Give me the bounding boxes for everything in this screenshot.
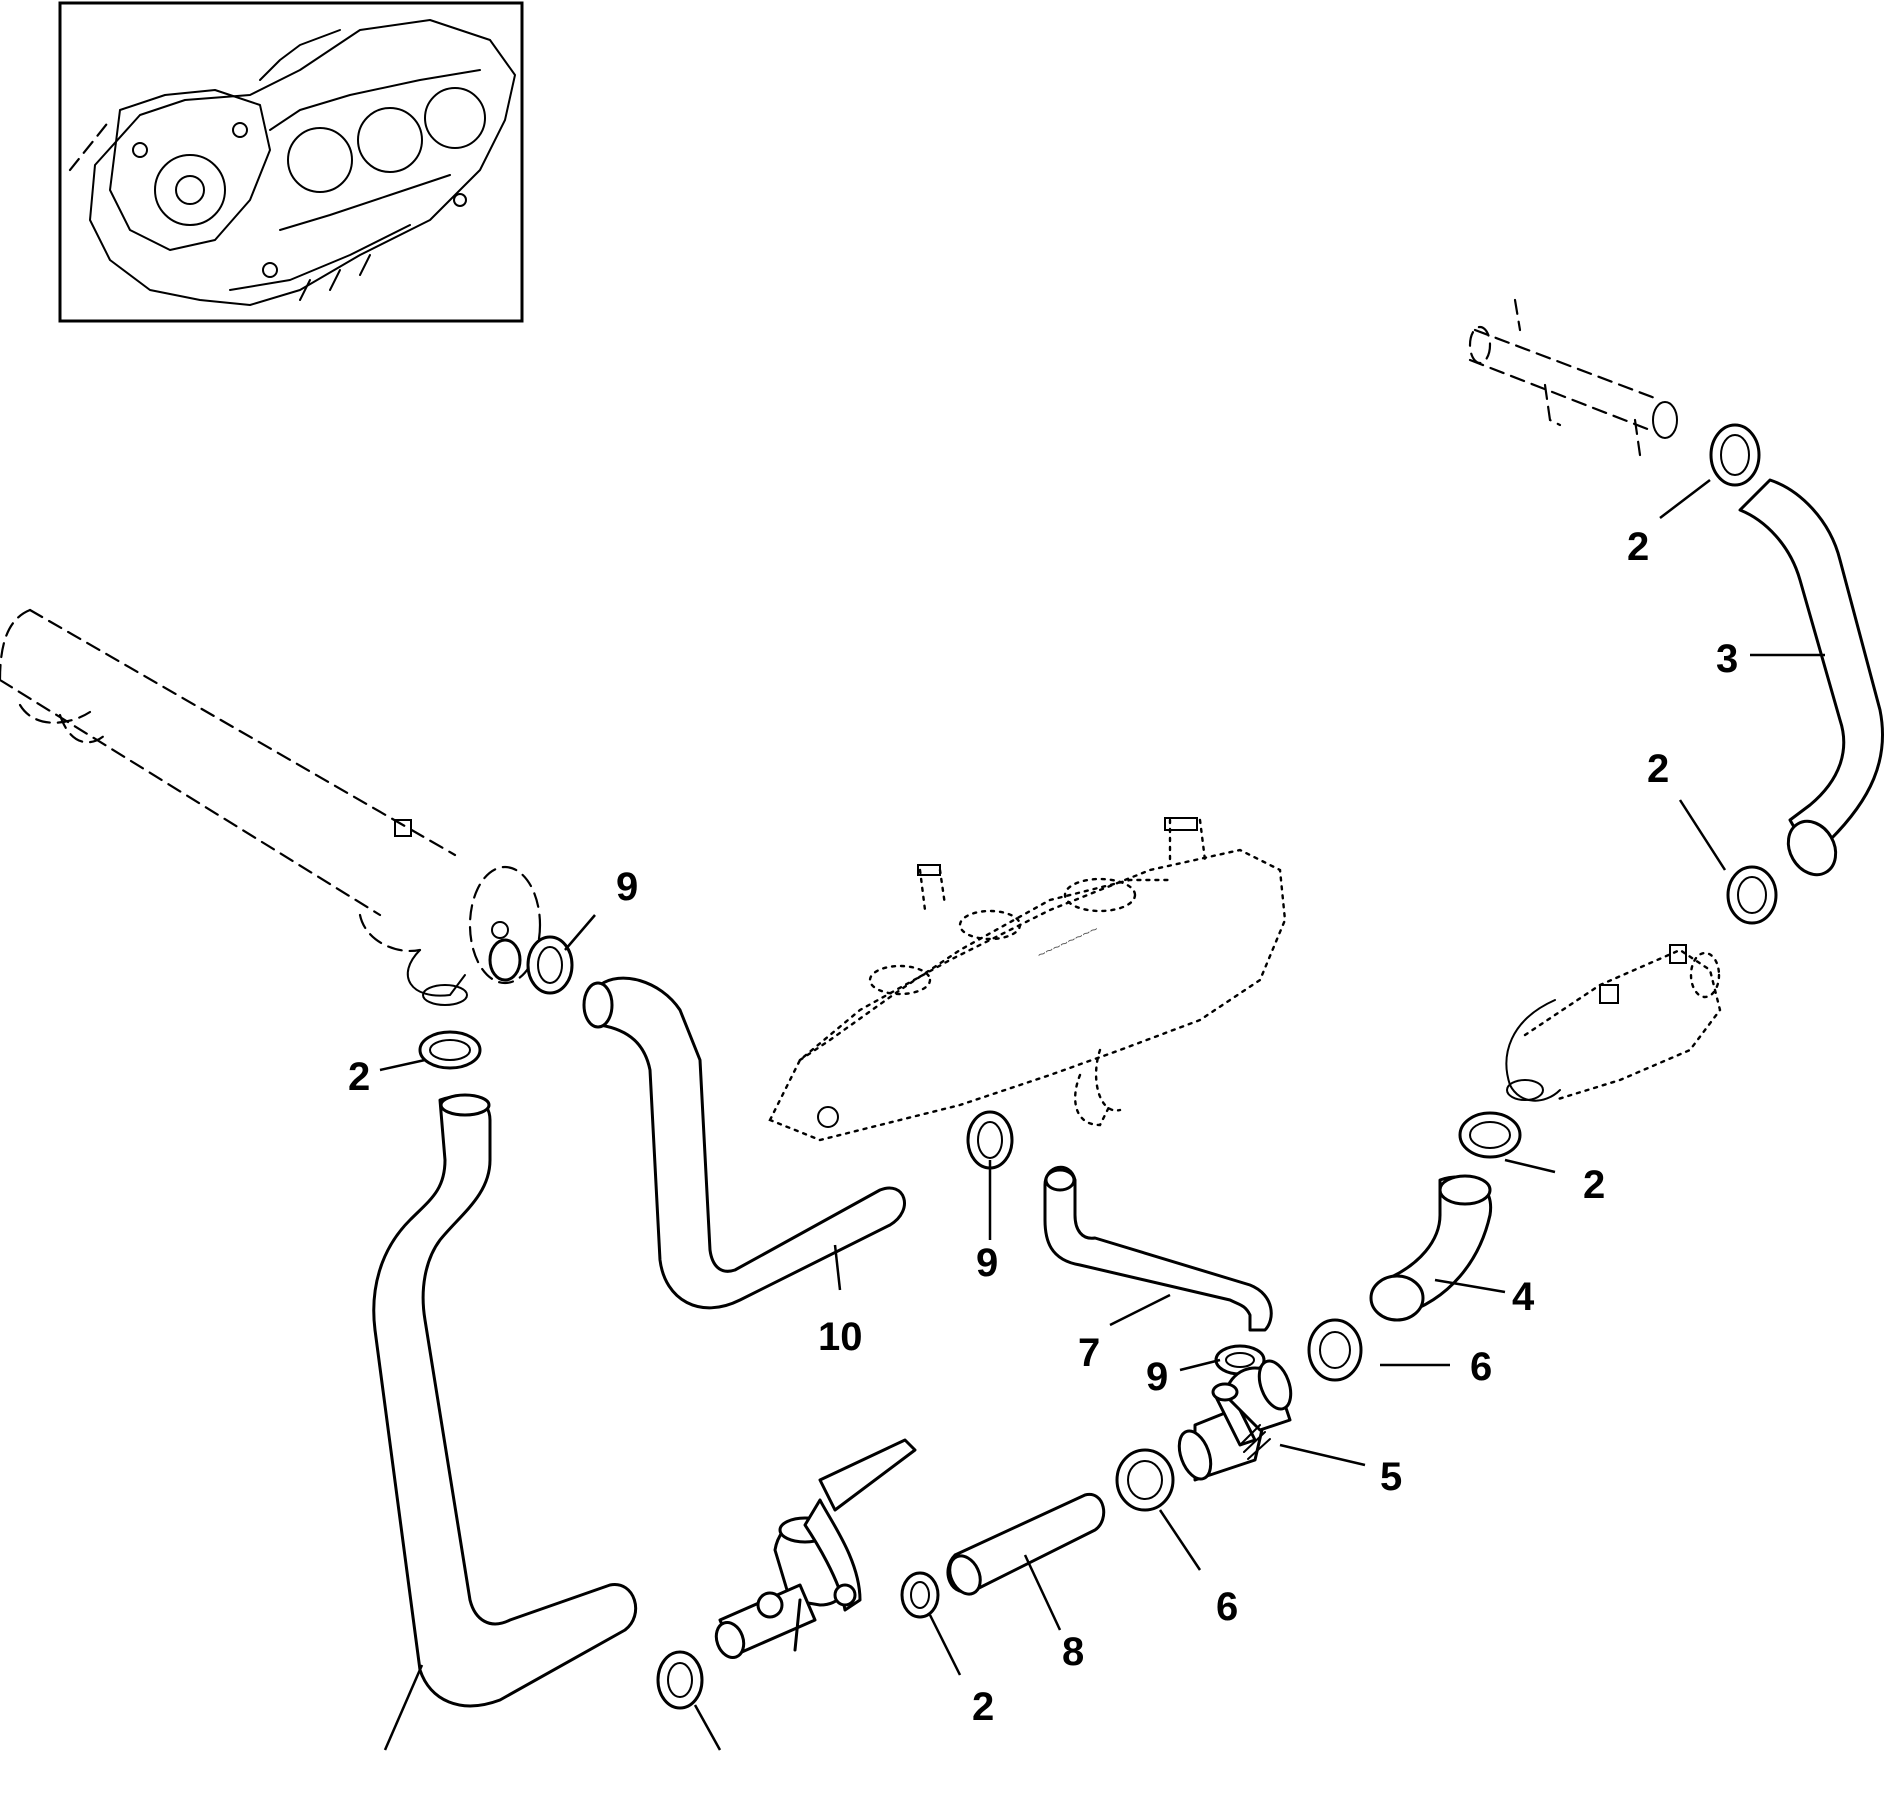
callout-2-right-middle: 2 bbox=[1647, 747, 1669, 791]
callout-2-left: 2 bbox=[348, 1055, 370, 1099]
tee-fitting-5 bbox=[1177, 1359, 1293, 1482]
upper-right-water-pipe-dashed bbox=[1468, 298, 1678, 457]
clamp-upper-right bbox=[1709, 423, 1761, 487]
engine-block-inset bbox=[58, 1, 524, 323]
clamp-pump-left bbox=[656, 1650, 704, 1710]
engine-block-drawing bbox=[68, 19, 516, 306]
clamp-manifold-left bbox=[526, 935, 574, 995]
callout-4: 4 bbox=[1512, 1275, 1535, 1319]
hose-10 bbox=[582, 976, 906, 1310]
callout-10: 10 bbox=[818, 1315, 863, 1359]
clamp-right-middle bbox=[1726, 865, 1778, 925]
callout-labels: 2 3 2 9 2 2 10 9 4 7 9 6 5 6 8 2 bbox=[348, 525, 1738, 1729]
hose-4 bbox=[1369, 1174, 1493, 1322]
clamp-tee-upper bbox=[1307, 1318, 1363, 1382]
callout-9-upper-left: 9 bbox=[616, 865, 638, 909]
callout-2-right-lower: 2 bbox=[1583, 1163, 1605, 1207]
callout-2-upper-right: 2 bbox=[1627, 525, 1649, 569]
callout-9-lower: 9 bbox=[1146, 1355, 1168, 1399]
callout-2-bottom: 2 bbox=[972, 1685, 994, 1729]
hose-8 bbox=[946, 1493, 1106, 1596]
manifold-outlet-fitting bbox=[488, 938, 522, 982]
hose-left-long bbox=[372, 1093, 638, 1708]
callout-6-right: 6 bbox=[1470, 1345, 1492, 1389]
svg-text:~~~~~~~~: ~~~~~~~~ bbox=[1035, 921, 1101, 963]
seawater-pump-valve bbox=[714, 1438, 917, 1659]
right-cooler-assembly bbox=[1505, 944, 1722, 1102]
clamp-left-hose-top bbox=[418, 1030, 482, 1070]
callout-6-lower: 6 bbox=[1216, 1585, 1238, 1629]
callout-9-center: 9 bbox=[976, 1241, 998, 1285]
center-exhaust-manifold-dotted: ~~~~~~~~ bbox=[768, 817, 1287, 1142]
clamp-right-cooler-lower bbox=[1458, 1111, 1522, 1159]
left-exhaust-manifold-dashed bbox=[0, 608, 542, 1006]
callout-5: 5 bbox=[1380, 1455, 1402, 1499]
hose-7 bbox=[1043, 1165, 1273, 1332]
clamp-hose-8-left bbox=[900, 1571, 940, 1619]
callout-8: 8 bbox=[1062, 1630, 1084, 1674]
leader-lines bbox=[379, 479, 1825, 1751]
callout-7: 7 bbox=[1078, 1331, 1100, 1375]
callout-3: 3 bbox=[1716, 637, 1738, 681]
clamp-tee-lower bbox=[1115, 1448, 1175, 1512]
clamp-center-manifold bbox=[966, 1110, 1014, 1170]
hose-3 bbox=[1738, 478, 1885, 877]
